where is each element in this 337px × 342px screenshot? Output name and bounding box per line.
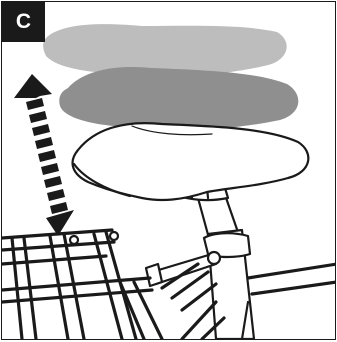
step-label: C — [16, 10, 31, 34]
saddle-illustration — [2, 2, 336, 340]
seatpost-clamp-lever — [146, 252, 220, 286]
saddle — [73, 123, 309, 200]
arrow-dashes — [26, 98, 68, 214]
frame-top-tube — [242, 264, 336, 339]
step-badge: C — [2, 2, 45, 42]
rear-rack — [2, 230, 224, 339]
